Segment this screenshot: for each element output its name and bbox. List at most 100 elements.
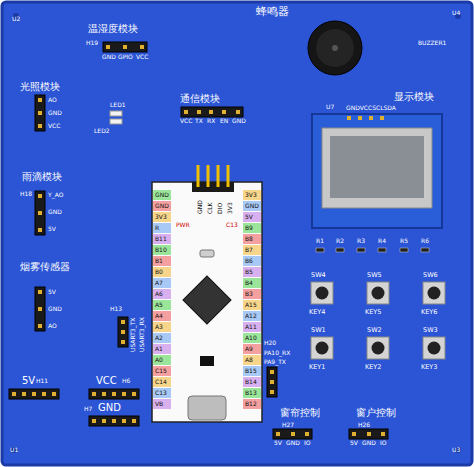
- pin-tag: [153, 377, 171, 387]
- pin-label: RX: [207, 118, 215, 124]
- usart-header: USART3_TXUSART3_RX: [128, 300, 147, 354]
- uart-header: PA10_RX PA9_TX: [264, 350, 292, 367]
- pin-name: B0: [155, 269, 163, 275]
- pin-tag: [243, 223, 261, 233]
- header-pin: [106, 45, 110, 49]
- pin-label: VCC: [136, 54, 148, 60]
- pin-label: IO: [304, 440, 311, 446]
- pin-name: B7: [245, 247, 253, 253]
- pin-header: [35, 191, 45, 235]
- comm-module: 通信模块VCCTXRXENGND: [180, 94, 248, 126]
- pin-name: A10: [245, 335, 257, 341]
- header-pin: [38, 98, 42, 102]
- pin-name: GND: [245, 203, 259, 209]
- pin-name: B9: [245, 225, 253, 231]
- pin-label: SW3: [423, 327, 438, 334]
- key-cap: [372, 342, 385, 355]
- display-module: 显示模块GNDVCCSCLSDA: [394, 92, 436, 113]
- pin-label: EN: [220, 118, 228, 124]
- header-pin: [12, 392, 16, 396]
- pin-header: [103, 42, 147, 52]
- pin-tag: [243, 355, 261, 365]
- oled-pin: [369, 116, 373, 120]
- pin-tag: [243, 388, 261, 398]
- resistor: [336, 248, 344, 252]
- header-pin: [32, 392, 36, 396]
- pin-label: GND: [102, 54, 116, 60]
- pin-name: A4: [155, 313, 163, 319]
- module-title: 雨滴模块: [22, 172, 62, 182]
- pin-tag: [243, 201, 261, 211]
- key-switch: [311, 282, 333, 304]
- pin-tag: [243, 333, 261, 343]
- pin-name: DIO: [217, 203, 223, 214]
- pin-tag: [243, 300, 261, 310]
- oled-pin: [380, 116, 384, 120]
- ref-designator: R4: [378, 238, 386, 244]
- pin-tag: [243, 256, 261, 266]
- pin-label: GPIO: [118, 54, 133, 60]
- control-header: 窗帘控制5VGNDIO: [280, 408, 322, 448]
- power-header: 5V: [22, 376, 37, 388]
- module-title: GND: [98, 403, 121, 413]
- pin-label: VCC: [180, 118, 192, 124]
- pin-label: USART3_TX: [130, 318, 136, 352]
- sensor-module: 光照模块AOGNDVCC: [20, 82, 64, 131]
- pin-name: A11: [245, 324, 257, 330]
- key-button: SW3KEY3: [422, 327, 440, 373]
- usb-c: [188, 396, 226, 420]
- pin-name: C13: [155, 390, 167, 396]
- sensor-module: 雨滴模块Y_AOGND5V: [22, 172, 65, 234]
- header-pin: [270, 380, 274, 384]
- ref-designator: H7: [84, 406, 92, 412]
- ref-designator: H19: [86, 40, 98, 46]
- silkscreen-label: C13: [226, 222, 238, 228]
- pin-label: GND: [232, 118, 246, 124]
- buzzer: [308, 21, 362, 75]
- header-pin: [132, 419, 136, 423]
- pin-label: GNDVCCSCLSDA: [346, 105, 396, 111]
- pin-name: 3V3: [227, 202, 233, 214]
- pin-name: A6: [155, 291, 163, 297]
- pin-tag: [153, 190, 171, 200]
- pin-label: PA9_TX: [264, 359, 286, 365]
- pin-header: [9, 389, 59, 399]
- power-header: GND: [98, 403, 123, 415]
- resistor: [378, 248, 386, 252]
- module-title: 窗户控制: [356, 408, 396, 418]
- pin-tag: [153, 234, 171, 244]
- pin-header: [267, 367, 277, 397]
- swd-pin: [207, 165, 210, 187]
- pin-tag: [153, 366, 171, 376]
- pin-name: B13: [245, 390, 257, 396]
- ref-designator: H11: [36, 378, 48, 384]
- pin-label: KEY3: [421, 364, 437, 371]
- pin-name: B8: [245, 236, 253, 242]
- key-cap: [372, 287, 385, 300]
- header-pin: [38, 307, 42, 311]
- pin-tag: [153, 399, 171, 409]
- pin-name: R: [155, 225, 159, 231]
- ref-designator: U2: [12, 16, 20, 22]
- pin-label: PA10_RX: [264, 350, 290, 356]
- oled-board: [312, 114, 442, 228]
- header-pin: [52, 392, 56, 396]
- header-pin: [236, 110, 240, 114]
- header-pin: [305, 432, 309, 436]
- header-pin: [121, 340, 125, 344]
- header-pin: [291, 432, 295, 436]
- ref-designator: U3: [452, 447, 460, 453]
- pin-name: GND: [155, 203, 169, 209]
- pin-name: CLK: [207, 203, 213, 214]
- pin-name: C15: [155, 368, 167, 374]
- pin-name: A3: [155, 324, 163, 330]
- pin-label: USART3_RX: [139, 317, 145, 352]
- key-button: SW4KEY4: [310, 272, 328, 318]
- pin-header: [35, 287, 45, 331]
- pin-name: B15: [245, 368, 257, 374]
- pin-label: 5V: [350, 440, 358, 446]
- pin-name: GND: [197, 200, 203, 214]
- pin-tag: [153, 300, 171, 310]
- pin-tag: [153, 256, 171, 266]
